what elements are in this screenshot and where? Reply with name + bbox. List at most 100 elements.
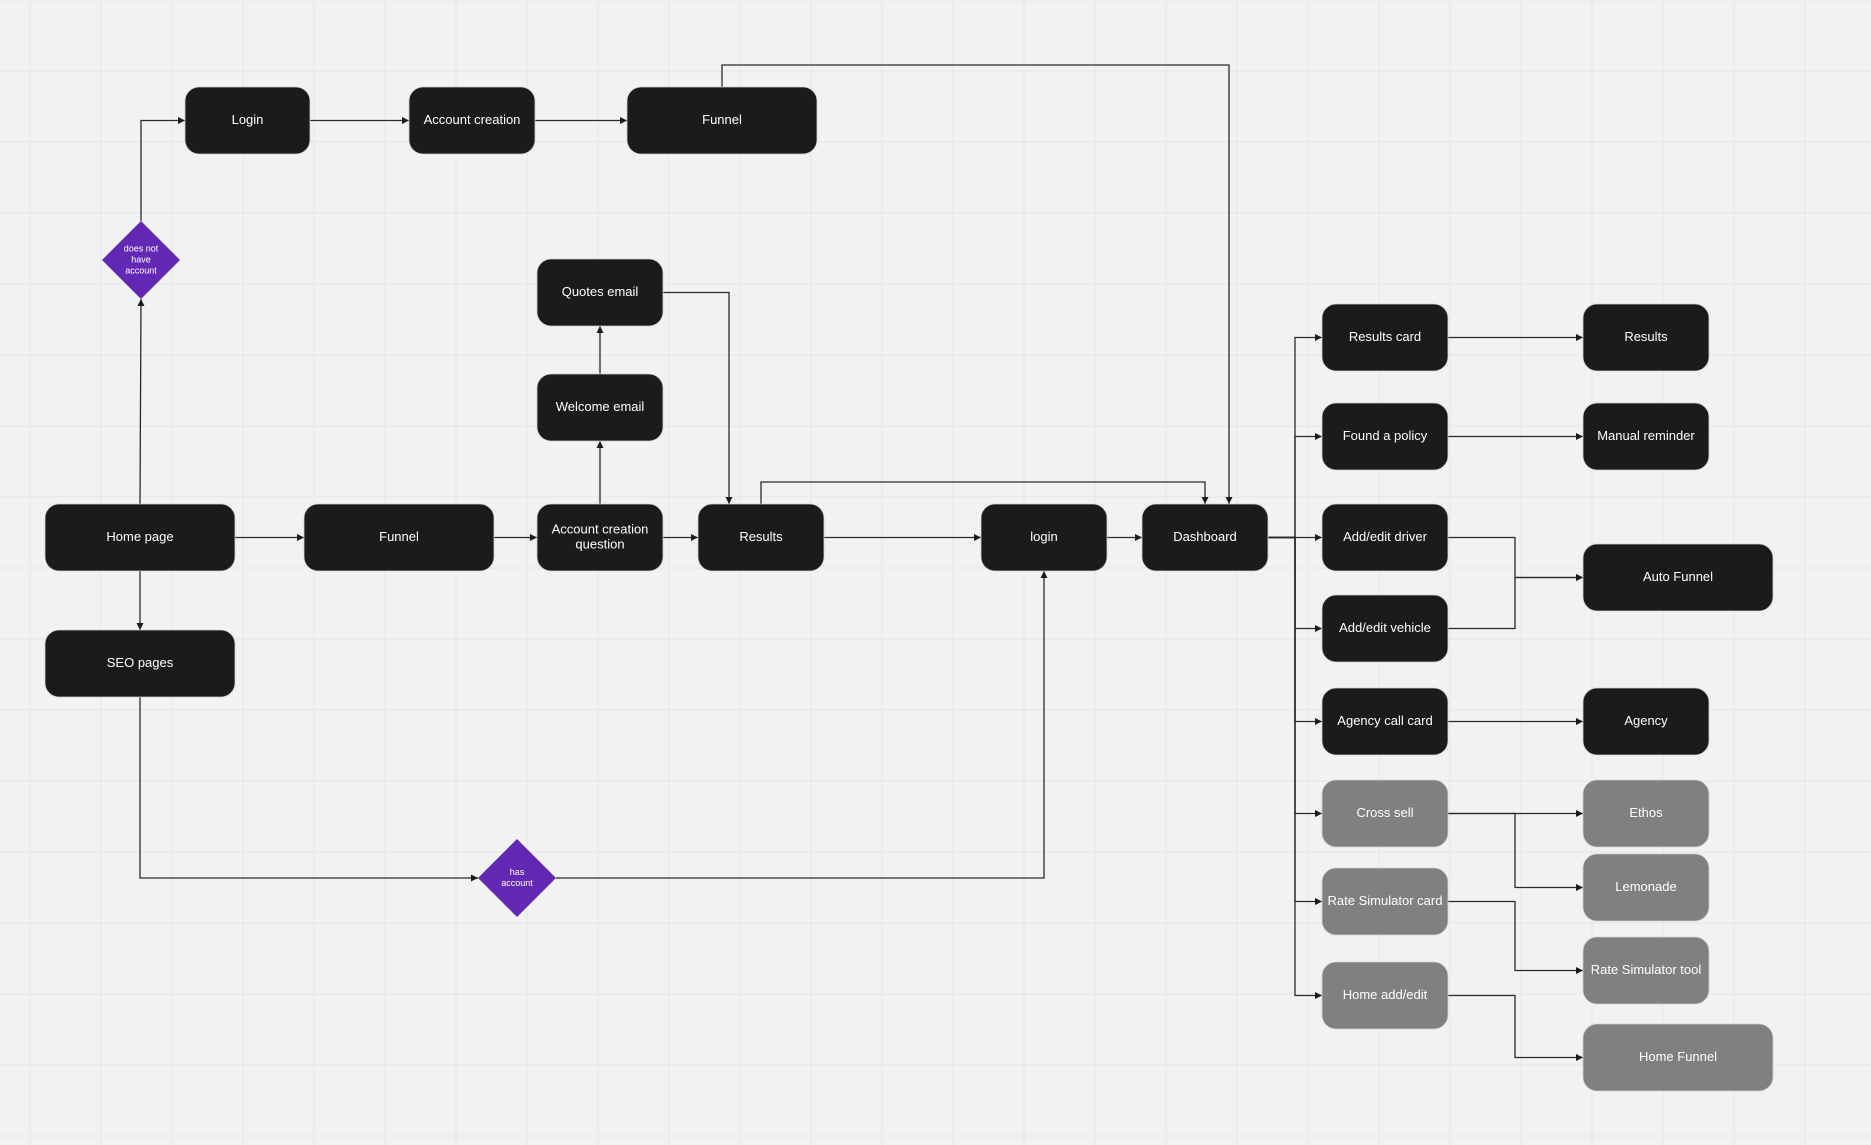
node-welcome-email[interactable]: Welcome email <box>536 373 664 442</box>
node-cross-sell[interactable]: Cross sell <box>1321 779 1449 848</box>
node-results-main[interactable]: Results <box>697 503 825 572</box>
node-login-top[interactable]: Login <box>184 86 311 155</box>
node-home-page[interactable]: Home page <box>44 503 236 572</box>
connector-add-edit-vehicle-to-auto-funnel[interactable] <box>1448 574 1583 630</box>
decision-label: does not <box>124 243 159 253</box>
node-results-final[interactable]: Results <box>1582 303 1710 372</box>
node-label: Funnel <box>702 112 742 127</box>
node-add-edit-vehicle[interactable]: Add/edit vehicle <box>1321 594 1449 663</box>
node-shape <box>626 86 818 155</box>
connector-home-add-edit-to-home-funnel[interactable] <box>1448 994 1583 1061</box>
connector-add-edit-driver-to-auto-funnel[interactable] <box>1448 536 1583 581</box>
connectors <box>136 64 1583 1061</box>
node-rate-simulator-card[interactable]: Rate Simulator card <box>1321 867 1449 936</box>
node-shape <box>980 503 1108 572</box>
node-found-a-policy[interactable]: Found a policy <box>1321 402 1449 471</box>
node-auto-funnel[interactable]: Auto Funnel <box>1582 543 1774 612</box>
node-shape <box>697 503 825 572</box>
connector-rate-simulator-card-to-rate-simulator-tool[interactable] <box>1448 900 1583 974</box>
node-shape <box>1321 303 1449 372</box>
node-agency[interactable]: Agency <box>1582 687 1710 756</box>
connector-no-account-to-login-top[interactable] <box>140 117 185 222</box>
node-label: Add/edit driver <box>1343 529 1427 544</box>
node-label: Manual reminder <box>1597 428 1695 443</box>
node-shape <box>536 258 664 327</box>
node-label: Rate Simulator card <box>1328 893 1443 908</box>
node-home-add-edit[interactable]: Home add/edit <box>1321 961 1449 1030</box>
node-dashboard[interactable]: Dashboard <box>1141 503 1269 572</box>
node-label: Lemonade <box>1615 879 1676 894</box>
decision-diamond-shape <box>102 221 180 299</box>
node-label: Dashboard <box>1173 529 1237 544</box>
node-shape <box>1321 594 1449 663</box>
node-label: Auto Funnel <box>1643 569 1713 584</box>
node-shape <box>1321 961 1449 1030</box>
node-seo-pages[interactable]: SEO pages <box>44 629 236 698</box>
connector-home-page-to-no-account[interactable] <box>137 298 145 505</box>
node-shape <box>303 503 495 572</box>
node-shape <box>1582 1023 1774 1092</box>
node-shape <box>1582 687 1710 756</box>
node-label: question <box>575 536 624 551</box>
node-lemonade[interactable]: Lemonade <box>1582 853 1710 922</box>
node-account-creation[interactable]: Account creation <box>408 86 536 155</box>
node-shape <box>1582 402 1710 471</box>
node-shape <box>1141 503 1269 572</box>
node-results-card[interactable]: Results card <box>1321 303 1449 372</box>
node-label: Home Funnel <box>1639 1049 1717 1064</box>
node-label: Agency <box>1624 713 1668 728</box>
node-manual-reminder[interactable]: Manual reminder <box>1582 402 1710 471</box>
node-label: Account creation <box>552 521 649 536</box>
node-shape <box>1582 303 1710 372</box>
connector-dashboard-to-found-a-policy[interactable] <box>1268 433 1322 539</box>
connector-funnel-top-to-dashboard[interactable] <box>721 64 1233 504</box>
node-add-edit-driver[interactable]: Add/edit driver <box>1321 503 1449 572</box>
decision-label: account <box>125 265 157 275</box>
node-agency-call-card[interactable]: Agency call card <box>1321 687 1449 756</box>
node-label: Account creation <box>424 112 521 127</box>
node-funnel-top[interactable]: Funnel <box>626 86 818 155</box>
node-quotes-email[interactable]: Quotes email <box>536 258 664 327</box>
decision-label: have <box>131 254 151 264</box>
node-label: Agency call card <box>1337 713 1432 728</box>
node-shape <box>1321 687 1449 756</box>
node-ethos[interactable]: Ethos <box>1582 779 1710 848</box>
connector-quotes-email-to-results-main[interactable] <box>663 291 733 505</box>
decision-diamond-shape <box>478 839 556 917</box>
node-label: Cross sell <box>1356 805 1413 820</box>
node-rate-simulator-tool[interactable]: Rate Simulator tool <box>1582 936 1710 1005</box>
node-shape <box>536 373 664 442</box>
node-label: Rate Simulator tool <box>1591 962 1702 977</box>
node-label: Quotes email <box>562 284 639 299</box>
node-label: Add/edit vehicle <box>1339 620 1431 635</box>
node-shape <box>184 86 311 155</box>
node-shape <box>1321 503 1449 572</box>
node-shape <box>44 503 236 572</box>
node-label: Results <box>1624 329 1668 344</box>
decision-label: has <box>510 867 525 877</box>
node-shape <box>1582 936 1710 1005</box>
node-label: Home add/edit <box>1343 987 1428 1002</box>
node-shape <box>408 86 536 155</box>
connector-results-main-to-dashboard[interactable] <box>760 481 1209 504</box>
node-label: Home page <box>106 529 173 544</box>
connector-cross-sell-to-lemonade[interactable] <box>1448 812 1583 891</box>
node-home-funnel[interactable]: Home Funnel <box>1582 1023 1774 1092</box>
connector-dashboard-to-home-add-edit[interactable] <box>1268 536 1322 999</box>
node-shape <box>536 503 664 572</box>
connector-seo-pages-to-has-account[interactable] <box>139 697 478 882</box>
connector-has-account-to-login-main[interactable] <box>556 571 1048 879</box>
node-shape <box>1321 402 1449 471</box>
node-login-main[interactable]: login <box>980 503 1108 572</box>
node-label: Found a policy <box>1343 428 1428 443</box>
node-label: Welcome email <box>556 399 645 414</box>
node-label: login <box>1030 529 1057 544</box>
node-label: SEO pages <box>107 655 174 670</box>
node-label: Results <box>739 529 783 544</box>
node-funnel-main[interactable]: Funnel <box>303 503 495 572</box>
node-label: Login <box>232 112 264 127</box>
